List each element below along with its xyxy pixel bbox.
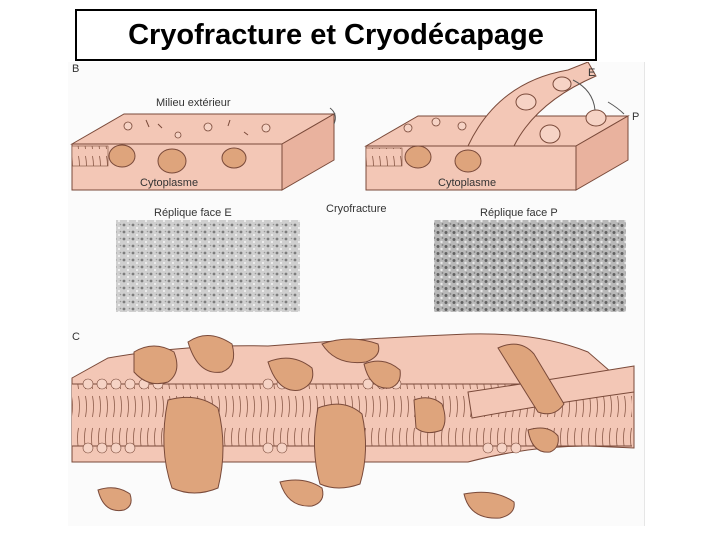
label-e: E bbox=[588, 67, 595, 79]
figure-illustration: B C Milieu extérieur Cytoplasme bbox=[70, 62, 639, 519]
caption-replica-left: Réplique face E bbox=[154, 207, 232, 219]
left-membrane-block bbox=[70, 107, 336, 191]
panel-c-letter: C bbox=[72, 331, 80, 343]
bilayer-membrane-model bbox=[71, 333, 635, 519]
label-p: P bbox=[632, 111, 639, 123]
label-cytoplasm-left: Cytoplasme bbox=[140, 177, 198, 189]
slide-title-box: Cryofracture et Cryodécapage bbox=[75, 9, 597, 61]
label-cytoplasm-right: Cytoplasme bbox=[438, 177, 496, 189]
label-outside: Milieu extérieur bbox=[156, 97, 231, 109]
replica-micrograph-left bbox=[116, 220, 300, 312]
right-membrane-block bbox=[364, 62, 630, 191]
replica-micrograph-right bbox=[434, 220, 626, 312]
caption-replica-right: Réplique face P bbox=[480, 207, 558, 219]
slide-title: Cryofracture et Cryodécapage bbox=[128, 18, 544, 51]
caption-cryofracture: Cryofracture bbox=[326, 203, 387, 215]
freeze-fracture-figure: B C Milieu extérieur Cytoplasme bbox=[68, 62, 645, 526]
panel-b-letter: B bbox=[72, 63, 79, 75]
